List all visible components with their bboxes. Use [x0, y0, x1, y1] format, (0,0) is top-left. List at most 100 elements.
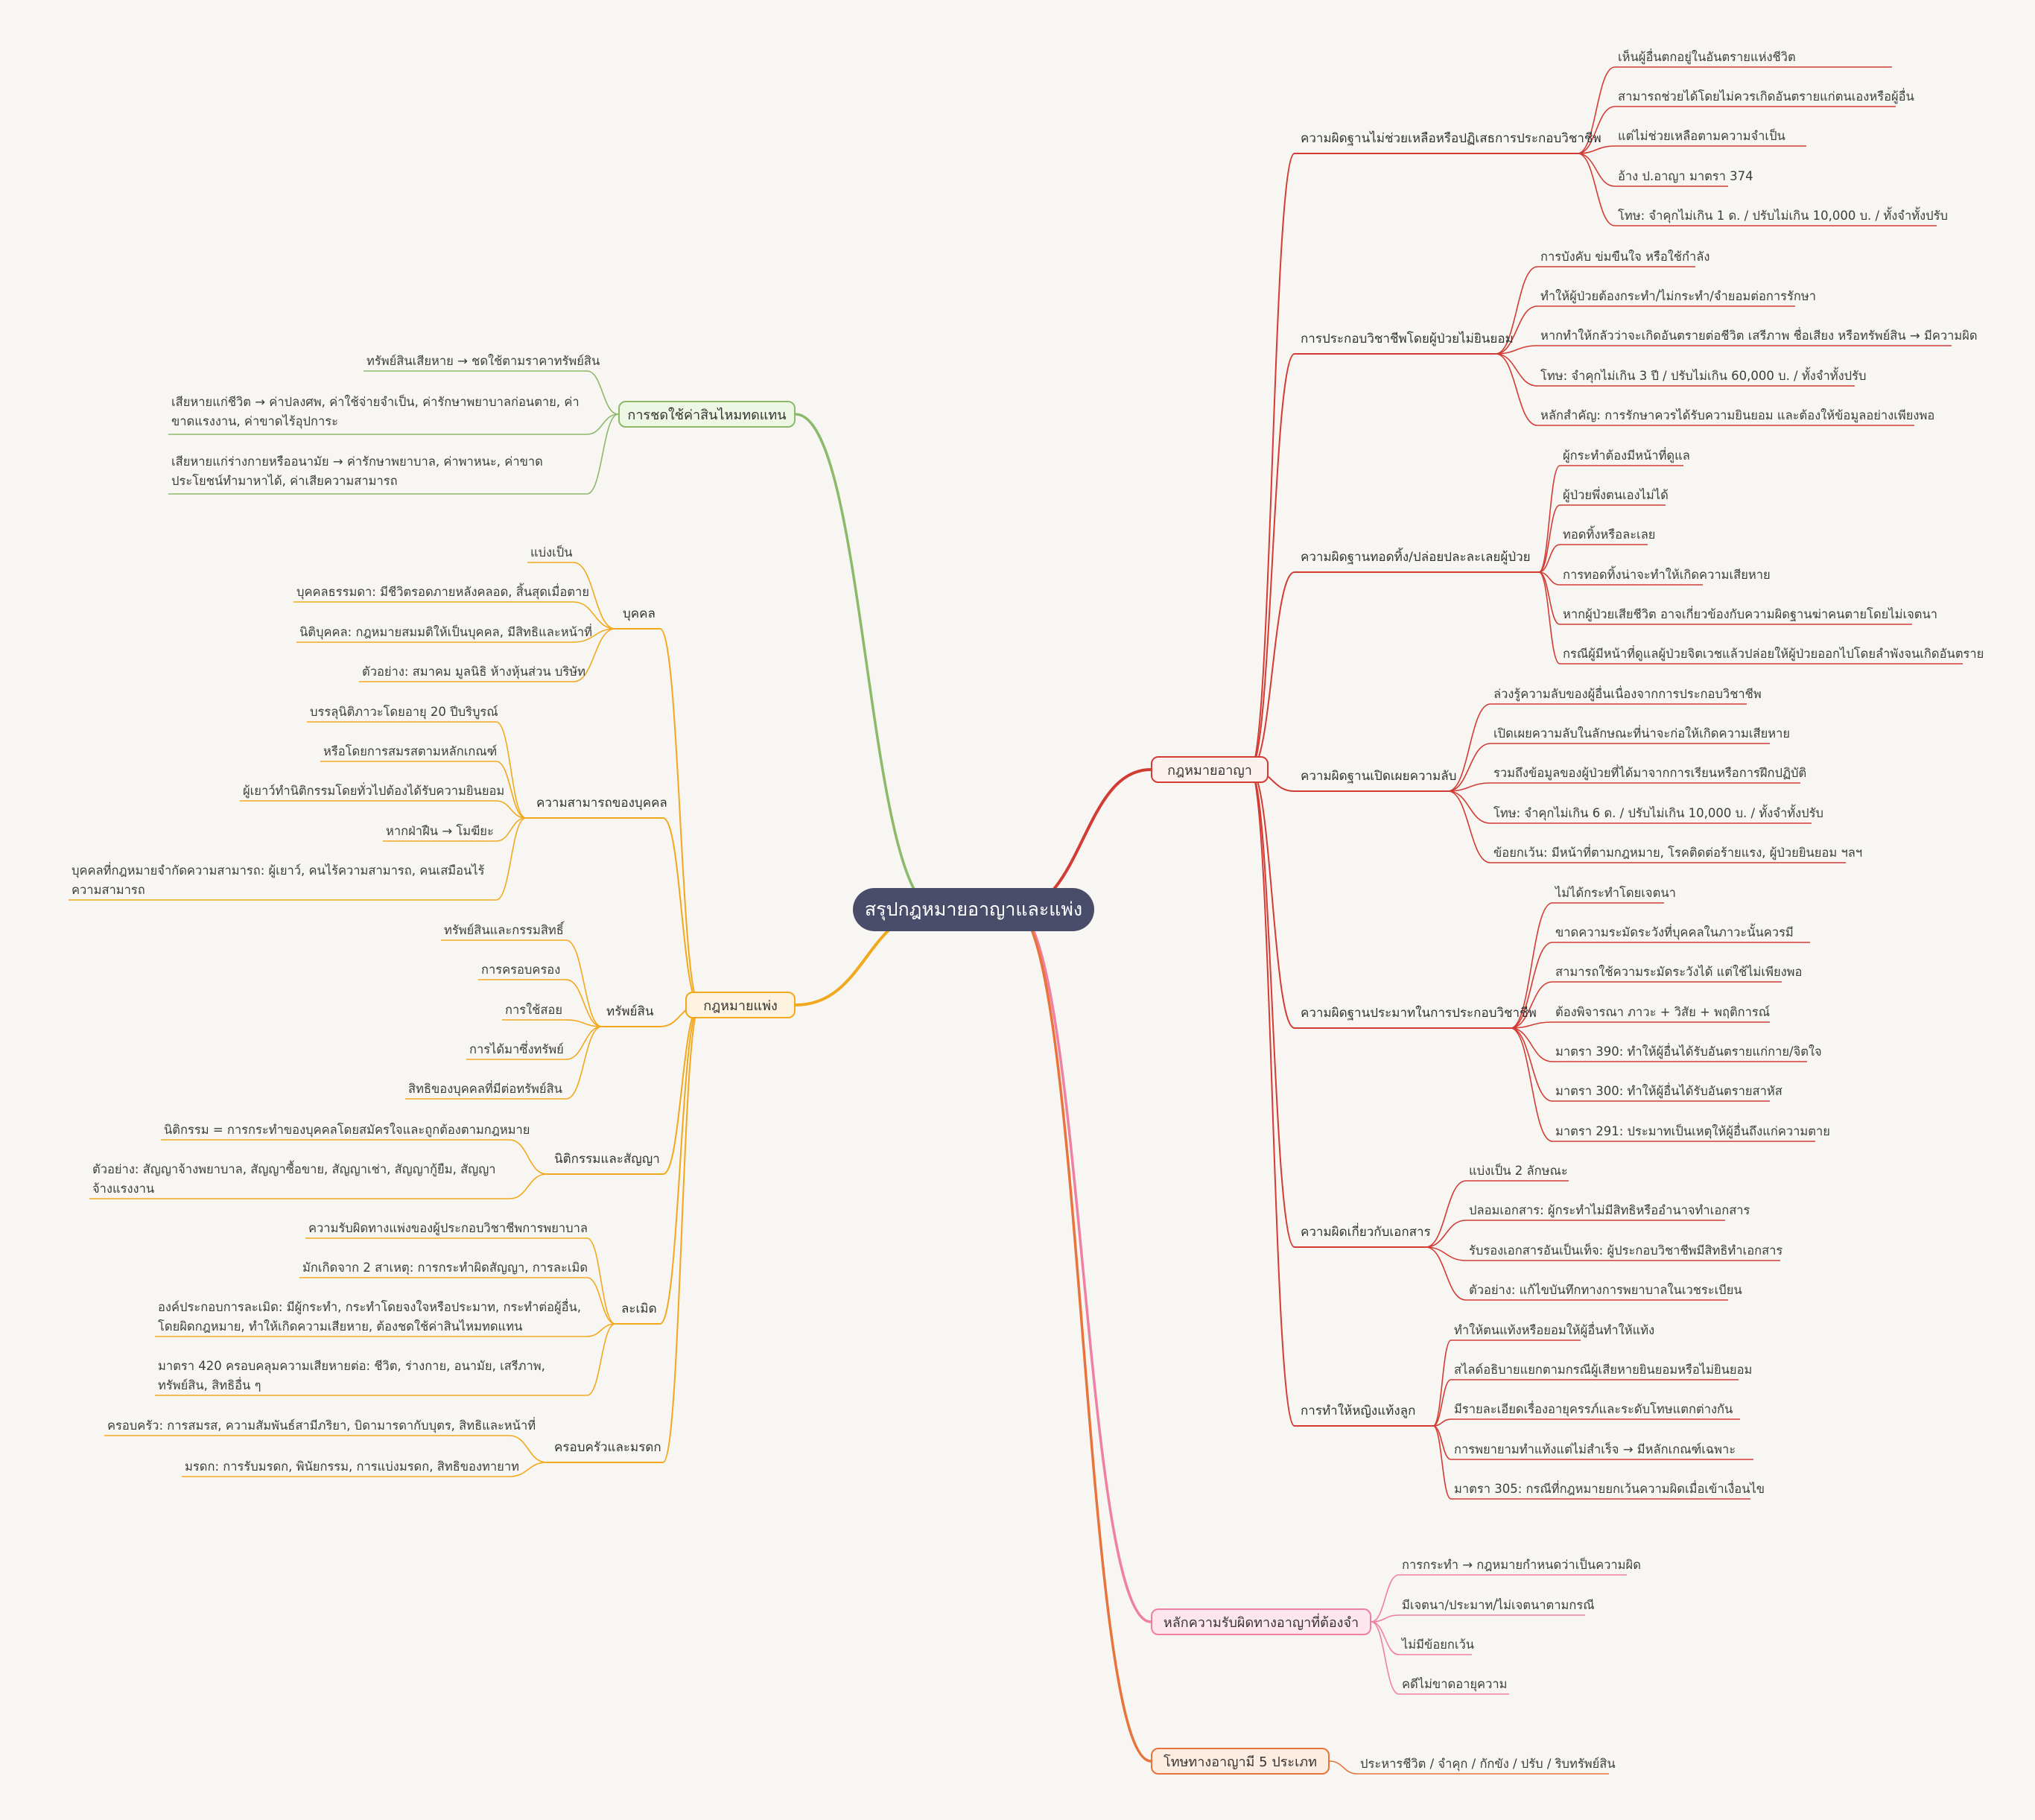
criminal-0-item-4: โทษ: จำคุกไม่เกิน 1 ด. / ปรับไม่เกิน 10,… — [1618, 209, 1948, 223]
criminal-4-link-0 — [1510, 902, 1553, 1029]
criminal-group-6[interactable]: การทำให้หญิงแท้งลูก — [1301, 1404, 1416, 1418]
principle-link-0 — [1371, 1574, 1400, 1623]
criminal-1-item-4: หลักสำคัญ: การรักษาควรได้รับความยินยอม แ… — [1540, 408, 1935, 422]
criminal-1-item-1: ทำให้ผู้ป่วยต้องกระทำ/ไม่กระทำ/จำยอมต่อก… — [1540, 289, 1816, 303]
civil-group-1[interactable]: ความสามารถของบุคคล — [536, 796, 667, 811]
civil-0-item-1: บุคคลธรรมดา: มีชีวิตรอดภายหลังคลอด, สิ้น… — [296, 585, 589, 599]
civil-2-item-4: สิทธิของบุคคลที่มีต่อทรัพย์สิน — [408, 1082, 562, 1096]
criminal-group-2[interactable]: ความผิดฐานทอดทิ้ง/ปล่อยปละละเลยผู้ป่วย — [1301, 550, 1531, 565]
civil-1-link-4 — [495, 817, 527, 901]
civil-4-item-2: องค์ประกอบการละเมิด: มีผู้กระทำ, กระทำโด… — [158, 1300, 582, 1334]
civil-group-link-4 — [659, 1004, 701, 1325]
criminal-group-0[interactable]: ความผิดฐานไม่ช่วยเหลือหรือปฏิเสธการประกอ… — [1301, 131, 1601, 146]
criminal-1-item-0: การบังคับ ข่มขืนใจ หรือใช้กำลัง — [1540, 250, 1710, 264]
civil-4-link-0 — [586, 1237, 616, 1325]
civil-1-link-0 — [495, 721, 527, 819]
criminal-5-item-0: แบ่งเป็น 2 ลักษณะ — [1469, 1164, 1568, 1178]
principle-link-2 — [1371, 1621, 1400, 1655]
criminal-4-link-5 — [1510, 1027, 1553, 1102]
civil-0-item-2: นิติบุคคล: กฎหมายสมมติให้เป็นบุคคล, มีสิ… — [299, 625, 593, 639]
compensation-item-0: ทรัพย์สินเสียหาย → ชดใช้ตามราคาทรัพย์สิน — [366, 354, 600, 368]
branch-compensation[interactable]: การชดใช้ค่าสินไหมทดแทน — [618, 401, 796, 428]
compensation-link-1 — [586, 413, 619, 435]
civil-group-0[interactable]: บุคคล — [623, 606, 655, 621]
criminal-1-item-3: โทษ: จำคุกไม่เกิน 3 ปี / ปรับไม่เกิน 60,… — [1540, 369, 1867, 383]
criminal-4-item-0: ไม่ได้กระทำโดยเจตนา — [1555, 886, 1676, 900]
criminal-group-link-1 — [1249, 353, 1295, 770]
civil-0-item-3: ตัวอย่าง: สมาคม มูลนิธิ ห้างหุ้นส่วน บริ… — [362, 665, 585, 679]
criminal-5-item-3: ตัวอย่าง: แก้ไขบันทึกทางการพยาบาลในเวชระ… — [1469, 1283, 1742, 1297]
criminal-6-link-2 — [1432, 1418, 1452, 1427]
civil-group-5[interactable]: ครอบครัวและมรดก — [554, 1440, 661, 1455]
criminal-6-item-3: การพยายามทำแท้งแต่ไม่สำเร็จ → มีหลักเกณฑ… — [1454, 1442, 1736, 1456]
root-topic[interactable]: สรุปกฎหมายอาญาและแพ่ง — [853, 888, 1094, 931]
criminal-1-item-2: หากทำให้กลัวว่าจะเกิดอันตรายต่อชีวิต เสร… — [1540, 329, 1978, 343]
civil-1-item-1: หรือโดยการสมรสตามหลักเกณฑ์ — [323, 744, 498, 758]
civil-2-link-4 — [565, 1026, 603, 1100]
criminal-4-link-2 — [1510, 981, 1553, 1029]
criminal-3-item-2: รวมถึงข้อมูลของผู้ป่วยที่ได้มาจากการเรีย… — [1493, 766, 1807, 780]
civil-2-link-1 — [565, 979, 603, 1027]
criminal-3-link-2 — [1447, 782, 1491, 792]
compensation-item-2: เสียหายแก่ร่างกายหรืออนามัย → ค่ารักษาพย… — [171, 454, 543, 488]
civil-group-link-0 — [659, 628, 701, 1006]
civil-0-link-3 — [573, 628, 616, 682]
civil-4-item-3: มาตรา 420 ครอบคลุมความเสียหายต่อ: ชีวิต,… — [158, 1359, 545, 1392]
criminal-0-item-3: อ้าง ป.อาญา มาตรา 374 — [1618, 169, 1753, 183]
civil-1-item-4: บุคคลที่กฎหมายจำกัดความสามารถ: ผู้เยาว์,… — [72, 863, 485, 897]
civil-3-item-0: นิติกรรม = การกระทำของบุคคลโดยสมัครใจและ… — [164, 1123, 530, 1137]
criminal-5-link-2 — [1425, 1246, 1467, 1261]
principle-link-1 — [1371, 1614, 1400, 1623]
civil-4-link-3 — [586, 1323, 616, 1396]
criminal-3-link-4 — [1447, 790, 1491, 863]
criminal-6-item-0: ทำให้ตนแท้งหรือยอมให้ผู้อื่นทำให้แท้ง — [1454, 1323, 1655, 1337]
branch-civil-law[interactable]: กฎหมายแพ่ง — [685, 992, 796, 1018]
criminal-6-link-0 — [1432, 1339, 1452, 1427]
criminal-5-item-1: ปลอมเอกสาร: ผู้กระทำไม่มีสิทธิหรืออำนาจท… — [1469, 1203, 1750, 1217]
trunk-compensation — [795, 413, 938, 911]
criminal-1-link-4 — [1495, 353, 1538, 426]
civil-2-link-2 — [565, 1019, 603, 1027]
branch-penalty-types[interactable]: โทษทางอาญามี 5 ประเภท — [1151, 1748, 1330, 1775]
criminal-2-item-0: ผู้กระทำต้องมีหน้าที่ดูแล — [1563, 448, 1690, 463]
criminal-0-item-0: เห็นผู้อื่นตกอยู่ในอันตรายแห่งชีวิต — [1618, 50, 1796, 64]
criminal-group-1[interactable]: การประกอบวิชาชีพโดยผู้ป่วยไม่ยินยอม — [1301, 332, 1514, 346]
penalty-link-0 — [1329, 1760, 1358, 1775]
criminal-4-item-6: มาตรา 291: ประมาทเป็นเหตุให้ผู้อื่นถึงแก… — [1555, 1124, 1830, 1138]
branch-criminal-principles[interactable]: หลักความรับผิดทางอาญาที่ต้องจำ — [1151, 1608, 1371, 1635]
criminal-4-link-3 — [1510, 1021, 1553, 1029]
civil-5-item-0: ครอบครัว: การสมรส, ความสัมพันธ์สามีภริยา… — [107, 1418, 536, 1433]
criminal-0-link-4 — [1577, 153, 1616, 226]
civil-1-item-0: บรรลุนิติภาวะโดยอายุ 20 ปีบริบูรณ์ — [310, 705, 498, 719]
civil-5-link-0 — [509, 1435, 547, 1463]
criminal-4-link-4 — [1510, 1027, 1553, 1062]
criminal-0-link-0 — [1577, 66, 1616, 154]
criminal-1-link-2 — [1495, 345, 1538, 355]
branch-criminal-law[interactable]: กฎหมายอาญา — [1151, 756, 1269, 783]
penalty-item-0: ประหารชีวิต / จำคุก / กักขัง / ปรับ / ริ… — [1360, 1757, 1616, 1771]
civil-0-item-0: แบ่งเป็น — [530, 545, 573, 559]
criminal-group-4[interactable]: ความผิดฐานประมาทในการประกอบวิชาชีพ — [1301, 1006, 1537, 1021]
criminal-0-link-3 — [1577, 153, 1616, 187]
criminal-group-link-2 — [1249, 571, 1295, 770]
criminal-2-link-5 — [1538, 571, 1561, 665]
criminal-5-item-2: รับรองเอกสารอันเป็นเท็จ: ผู้ประกอบวิชาชี… — [1469, 1243, 1783, 1258]
criminal-2-link-1 — [1538, 504, 1561, 573]
criminal-group-3[interactable]: ความผิดฐานเปิดเผยความลับ — [1301, 769, 1457, 784]
criminal-3-item-3: โทษ: จำคุกไม่เกิน 6 ด. / ปรับไม่เกิน 10,… — [1493, 806, 1823, 820]
criminal-group-5[interactable]: ความผิดเกี่ยวกับเอกสาร — [1301, 1225, 1431, 1240]
civil-1-item-2: ผู้เยาว์ทำนิติกรรมโดยทั่วไปต้องได้รับควา… — [243, 784, 505, 798]
civil-group-4[interactable]: ละเมิด — [621, 1301, 657, 1316]
trunk-penalty — [1014, 908, 1152, 1763]
principle-item-3: คดีไม่ขาดอายุความ — [1402, 1677, 1508, 1691]
civil-3-link-0 — [509, 1139, 547, 1175]
criminal-4-link-1 — [1510, 942, 1553, 1029]
principle-item-2: ไม่มีข้อยกเว้น — [1402, 1637, 1475, 1652]
criminal-5-link-1 — [1425, 1220, 1467, 1248]
criminal-1-link-0 — [1495, 266, 1538, 355]
civil-group-2[interactable]: ทรัพย์สิน — [606, 1004, 654, 1019]
trunk-principle — [1014, 908, 1152, 1623]
civil-group-3[interactable]: นิติกรรมและสัญญา — [554, 1152, 660, 1167]
criminal-group-link-6 — [1249, 769, 1295, 1427]
civil-1-link-3 — [495, 817, 527, 842]
